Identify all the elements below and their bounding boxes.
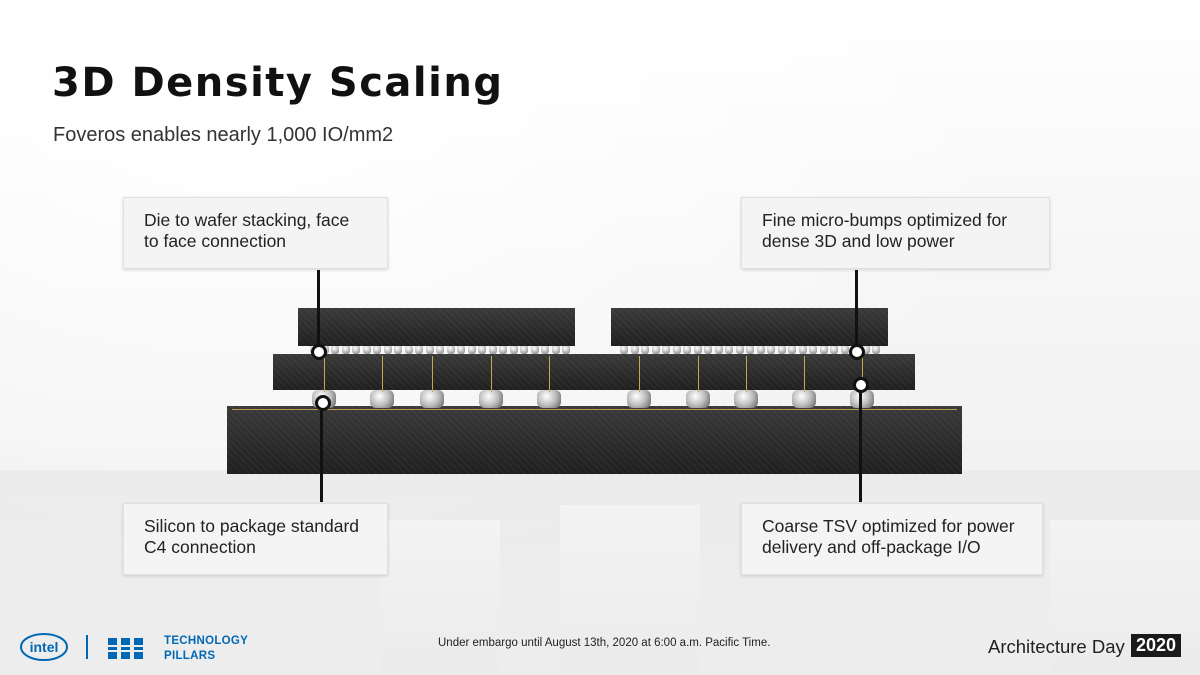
svg-text:intel: intel [30, 639, 59, 655]
intel-logo: intel [20, 633, 68, 661]
floor-block [560, 505, 700, 675]
callout-c4-connection: Silicon to package standard C4 connectio… [123, 503, 388, 575]
c4-bump [370, 390, 394, 408]
tsv [549, 356, 550, 392]
c4-bump [792, 390, 816, 408]
micro-bump-row-left [310, 345, 570, 354]
micro-bump-row-right [620, 345, 880, 354]
leader-line-bottom-left [320, 402, 323, 502]
c4-bump [537, 390, 561, 408]
leader-line-bottom-right [859, 384, 862, 502]
c4-bump [479, 390, 503, 408]
tsv [804, 356, 805, 392]
c4-bump [686, 390, 710, 408]
tsv [639, 356, 640, 392]
callout-micro-bumps: Fine micro-bumps optimized for dense 3D … [741, 197, 1050, 269]
substrate-trace [232, 409, 957, 410]
c4-bump [850, 390, 874, 408]
tsv [432, 356, 433, 392]
page-title: 3D Density Scaling [52, 60, 504, 106]
tsv [746, 356, 747, 392]
event-year-badge: 2020 [1131, 634, 1182, 657]
leader-line-top-left [317, 270, 320, 352]
callout-dot-top-right [849, 344, 865, 360]
footer-separator [86, 635, 88, 659]
top-die-right [611, 308, 888, 346]
callout-dot-bottom-right [853, 377, 869, 393]
package-substrate [227, 406, 962, 474]
pillars-icon [108, 638, 143, 659]
callout-die-to-wafer: Die to wafer stacking, face to face conn… [123, 197, 388, 269]
c4-bump [734, 390, 758, 408]
c4-bump [627, 390, 651, 408]
tsv [491, 356, 492, 392]
pillars-line1: TECHNOLOGY [164, 635, 249, 647]
tsv [698, 356, 699, 392]
base-die [273, 354, 915, 390]
leader-line-top-right [855, 270, 858, 352]
embargo-notice: Under embargo until August 13th, 2020 at… [438, 637, 771, 649]
event-name: Architecture Day [988, 636, 1125, 657]
pillars-line2: PILLARS [164, 650, 216, 662]
floor-block [380, 520, 500, 675]
technology-pillars-label: TECHNOLOGY PILLARS [164, 634, 248, 664]
c4-bump [420, 390, 444, 408]
tsv [862, 356, 863, 392]
page-subtitle: Foveros enables nearly 1,000 IO/mm2 [53, 124, 394, 146]
tsv [382, 356, 383, 392]
callout-coarse-tsv: Coarse TSV optimized for power delivery … [741, 503, 1043, 575]
callout-dot-bottom-left [315, 395, 331, 411]
tsv [324, 356, 325, 392]
callout-dot-top-left [311, 344, 327, 360]
top-die-left [298, 308, 575, 346]
